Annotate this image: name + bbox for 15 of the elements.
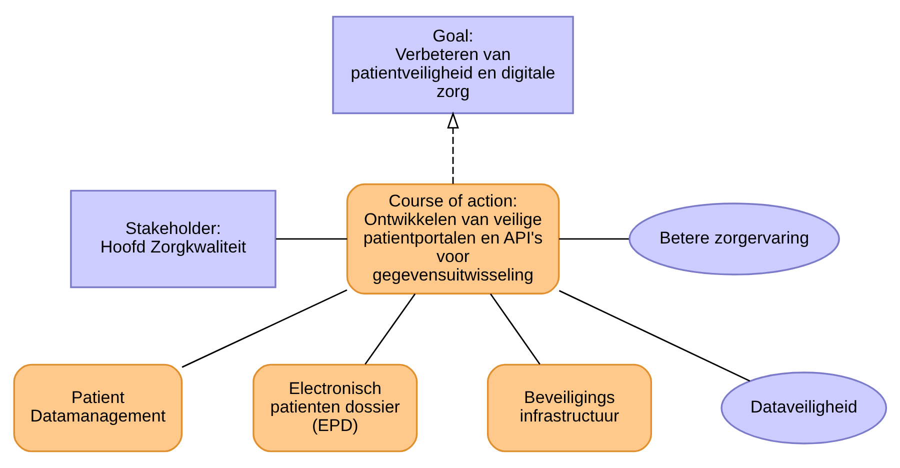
- connector: [558, 290, 750, 382]
- node-ellipse: Betere zorgervaring: [628, 202, 840, 276]
- node-box: Beveiligings infrastructuur: [486, 364, 652, 452]
- node-box: Electronisch patienten dossier (EPD): [252, 364, 418, 452]
- connector: [490, 293, 540, 365]
- node-ellipse: Dataveiligheid: [720, 372, 888, 444]
- connector: [559, 238, 629, 240]
- node-box: Goal: Verbeteren van patientveiligheid en digitale zorg: [332, 16, 574, 114]
- node-box: Patient Datamanagement: [13, 364, 183, 452]
- connector: [182, 289, 348, 368]
- connector: [276, 238, 348, 240]
- node-box: Stakeholder: Hoofd Zorgkwaliteit: [70, 190, 276, 288]
- node-box: Course of action: Ontwikkelen van veilige patientportalen en API's voor gegevensuitwisseling: [346, 183, 560, 294]
- arrow: [447, 111, 459, 184]
- connector: [364, 293, 416, 365]
